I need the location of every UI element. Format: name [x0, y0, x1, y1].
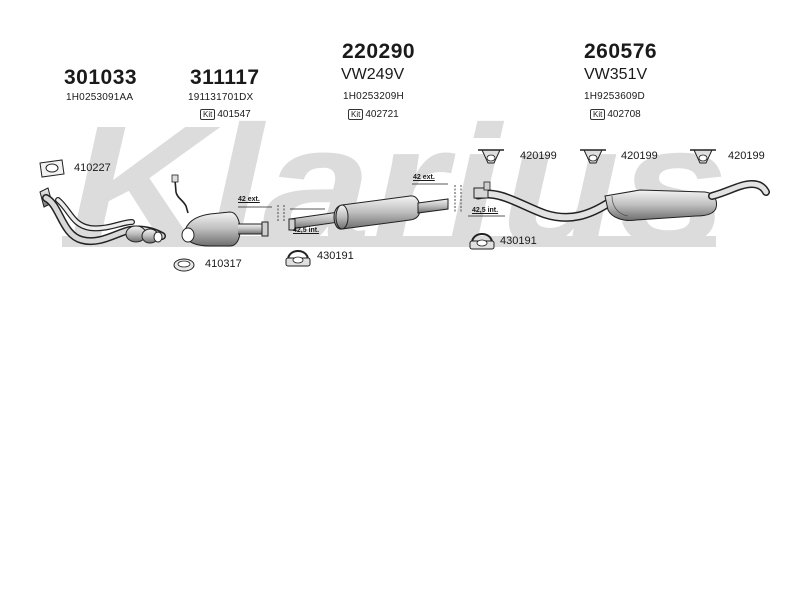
hanger-icon	[580, 149, 606, 164]
hanger-label-3: 420199	[728, 150, 765, 162]
kit-value: 402721	[365, 109, 399, 120]
ring-clamp-icon	[173, 258, 195, 272]
oe-number-front-pipe: 1H0253091AA	[66, 92, 134, 103]
clamp-icon	[469, 233, 495, 250]
catalytic-converter-art	[181, 211, 269, 247]
middle-silencer-art	[288, 195, 449, 231]
clamp-icon	[285, 250, 311, 267]
rear-silencer-art	[473, 179, 770, 222]
dimension-ext-rear: 42 ext.	[413, 174, 435, 181]
hanger-icon	[690, 149, 716, 164]
hanger-label-2: 420199	[621, 150, 658, 162]
kit-number-middle-silencer: Kit 402721	[348, 109, 399, 120]
dimension-ext-front: 42 ext.	[238, 196, 260, 203]
lambda-sensor-icon	[171, 174, 189, 214]
kit-badge: Kit	[348, 109, 364, 120]
kit-badge: Kit	[590, 109, 606, 120]
clamp-rear-label: 430191	[500, 235, 537, 247]
dimension-int-rear: 42,5 int.	[472, 207, 499, 214]
oe-number-middle-silencer: 1H0253209H	[343, 91, 404, 102]
front-pipe-art	[39, 187, 166, 246]
clamp-front-label: 430191	[317, 250, 354, 262]
kit-number-catalyst: Kit 401547	[200, 109, 251, 120]
part-number-rear-silencer: 260576	[584, 40, 658, 63]
hanger-label-1: 420199	[520, 150, 557, 162]
ring-clamp-label: 410317	[205, 258, 242, 270]
watermark-text: Klarius	[68, 91, 728, 281]
kit-value: 401547	[217, 109, 251, 120]
kit-value: 402708	[607, 109, 641, 120]
gasket-label: 410227	[74, 162, 111, 174]
part-number-middle-silencer: 220290	[342, 40, 416, 63]
dimension-int-front: 42,5 int.	[293, 227, 320, 234]
kit-badge: Kit	[200, 109, 216, 120]
dimension-marks-front	[238, 205, 325, 222]
part-number-catalyst: 311117	[190, 66, 260, 89]
kit-number-rear-silencer: Kit 402708	[590, 109, 641, 120]
gasket-icon	[39, 159, 65, 178]
hanger-icon	[478, 149, 504, 164]
part-number-front-pipe: 301033	[64, 66, 138, 89]
subtitle-rear-silencer: VW351V	[584, 66, 648, 83]
subtitle-middle-silencer: VW249V	[341, 66, 405, 83]
oe-number-rear-silencer: 1H9253609D	[584, 91, 645, 102]
dimension-marks-rear	[412, 183, 505, 217]
oe-number-catalyst: 191131701DX	[188, 92, 254, 103]
